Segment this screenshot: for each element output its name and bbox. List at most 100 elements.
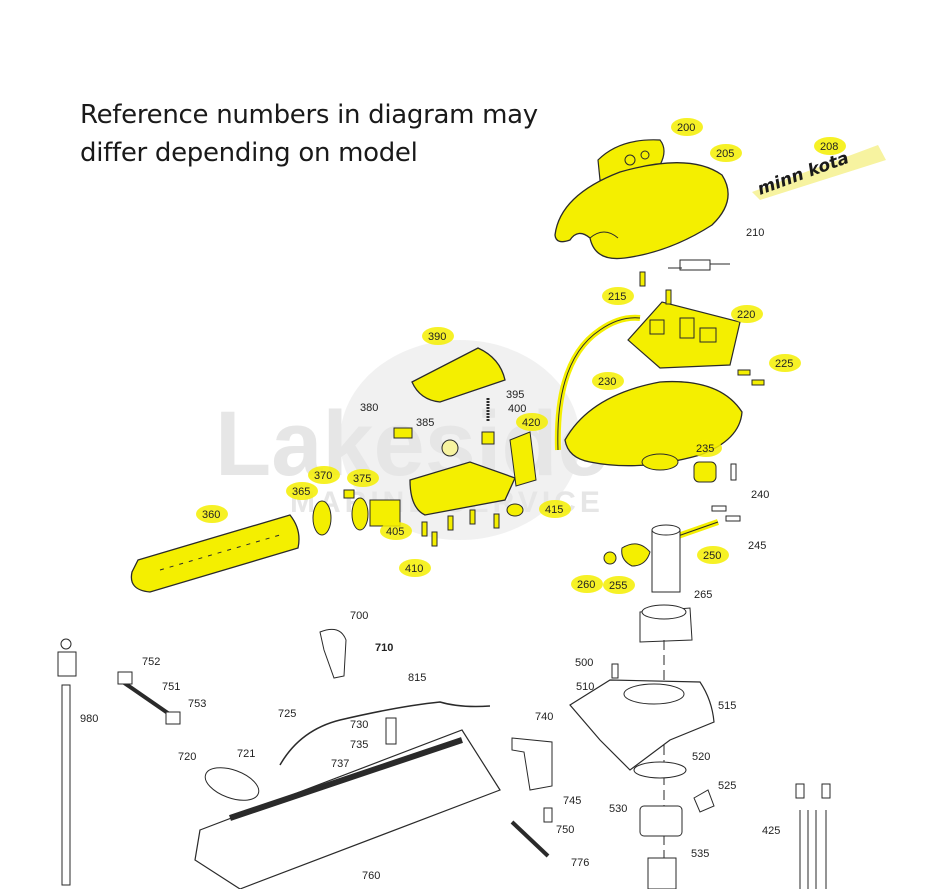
ref-label-700[interactable]: 700 (350, 610, 368, 622)
part-360-tiller-grip[interactable] (130, 514, 300, 593)
ref-label-415[interactable]: 415 (545, 504, 563, 516)
ref-label-360[interactable]: 360 (202, 509, 220, 521)
ref-label-721[interactable]: 721 (237, 748, 255, 760)
ref-label-395[interactable]: 395 (506, 389, 524, 401)
part-210-switch[interactable] (668, 259, 730, 271)
part-730-pin[interactable] (385, 717, 397, 745)
ref-label-260[interactable]: 260 (577, 579, 595, 591)
ref-label-500[interactable]: 500 (575, 657, 593, 669)
part-240-screw[interactable] (730, 463, 737, 481)
ref-label-405[interactable]: 405 (386, 526, 404, 538)
part-380-switch[interactable] (393, 427, 413, 439)
part-220-control-board[interactable] (627, 301, 741, 369)
ref-label-200[interactable]: 200 (677, 122, 695, 134)
part-745-screw[interactable] (543, 807, 553, 823)
ref-label-730[interactable]: 730 (350, 719, 368, 731)
ref-label-815[interactable]: 815 (408, 672, 426, 684)
part-750-pin[interactable] (510, 820, 550, 858)
part-530-collar[interactable] (639, 805, 683, 837)
ref-label-410[interactable]: 410 (405, 563, 423, 575)
part-500-screw[interactable] (611, 663, 619, 679)
part-525-knob[interactable] (693, 789, 715, 813)
ref-label-510[interactable]: 510 (576, 681, 594, 693)
part-365-ring[interactable] (312, 500, 332, 536)
ref-label-425[interactable]: 425 (762, 825, 780, 837)
ref-label-385[interactable]: 385 (416, 417, 434, 429)
part-265-clamp[interactable] (639, 604, 693, 643)
part-720-pad[interactable] (201, 761, 263, 806)
part-208-logo-decal[interactable]: minn kota (752, 145, 886, 200)
part-535-gear[interactable] (647, 857, 677, 889)
ref-label-225[interactable]: 225 (775, 358, 793, 370)
ref-label-220[interactable]: 220 (737, 309, 755, 321)
part-370-cap[interactable] (343, 489, 355, 499)
part-415-washer[interactable] (506, 503, 524, 517)
ref-label-750[interactable]: 750 (556, 824, 574, 836)
ref-label-390[interactable]: 390 (428, 331, 446, 343)
part-740-bracket[interactable] (511, 737, 553, 791)
part-390-tiller-cover[interactable] (411, 347, 506, 403)
part-260-nut[interactable] (603, 551, 617, 565)
part-255-collar[interactable] (621, 543, 651, 567)
part-753-bushing[interactable] (165, 711, 181, 725)
ref-label-365[interactable]: 365 (292, 486, 310, 498)
ref-label-720[interactable]: 720 (178, 751, 196, 763)
label-highlight-375 (347, 469, 379, 487)
ref-label-230[interactable]: 230 (598, 376, 616, 388)
ref-label-530[interactable]: 530 (609, 803, 627, 815)
ref-label-205[interactable]: 205 (716, 148, 734, 160)
ref-label-255[interactable]: 255 (609, 580, 627, 592)
part-250-bolt[interactable] (677, 519, 719, 539)
part-515-mount-head[interactable] (569, 679, 715, 771)
label-highlight-405 (380, 522, 412, 540)
ref-label-250[interactable]: 250 (703, 550, 721, 562)
ref-label-208[interactable]: 208 (820, 141, 838, 153)
part-725-cable[interactable] (279, 701, 491, 766)
ref-label-735[interactable]: 735 (350, 739, 368, 751)
ref-label-776[interactable]: 776 (571, 857, 589, 869)
part-752-bushing[interactable] (117, 671, 133, 685)
ref-label-515[interactable]: 515 (718, 700, 736, 712)
ref-label-751[interactable]: 751 (162, 681, 180, 693)
part-225-screws[interactable] (737, 369, 765, 386)
model-disclaimer-note: Reference numbers in diagram may differ … (80, 96, 538, 172)
label-highlight-225 (769, 354, 801, 372)
ref-label-215[interactable]: 215 (608, 291, 626, 303)
ref-label-752[interactable]: 752 (142, 656, 160, 668)
ref-label-370[interactable]: 370 (314, 470, 332, 482)
ref-label-375[interactable]: 375 (353, 473, 371, 485)
ref-label-745[interactable]: 745 (563, 795, 581, 807)
part-405-tiller-housing[interactable] (409, 461, 516, 516)
ref-label-265[interactable]: 265 (694, 589, 712, 601)
ref-label-535[interactable]: 535 (691, 848, 709, 860)
ref-label-980[interactable]: 980 (80, 713, 98, 725)
part-400-plunger[interactable] (481, 431, 495, 445)
part-520-collar[interactable] (633, 761, 687, 779)
ref-label-525[interactable]: 525 (718, 780, 736, 792)
ref-label-420[interactable]: 420 (522, 417, 540, 429)
part-205-top-cover[interactable] (554, 162, 729, 260)
ref-label-760[interactable]: 760 (362, 870, 380, 882)
part-737-bracket-rail[interactable] (194, 729, 501, 889)
ref-label-737[interactable]: 737 (331, 758, 349, 770)
part-410-screws[interactable] (421, 509, 500, 547)
part-215-screws[interactable] (639, 271, 672, 305)
ref-label-210[interactable]: 210 (746, 227, 764, 239)
part-385-grommet[interactable] (441, 439, 459, 457)
ref-label-725[interactable]: 725 (278, 708, 296, 720)
part-235-bushing[interactable] (693, 461, 717, 483)
ref-label-520[interactable]: 520 (692, 751, 710, 763)
ref-label-400[interactable]: 400 (508, 403, 526, 415)
ref-label-235[interactable]: 235 (696, 443, 714, 455)
ref-label-245[interactable]: 245 (748, 540, 766, 552)
ref-label-380[interactable]: 380 (360, 402, 378, 414)
ref-label-753[interactable]: 753 (188, 698, 206, 710)
part-245-screws[interactable] (711, 505, 741, 522)
ref-label-710[interactable]: 710 (375, 642, 393, 654)
ref-label-740[interactable]: 740 (535, 711, 553, 723)
part-420-plate[interactable] (509, 431, 537, 487)
ref-label-240[interactable]: 240 (751, 489, 769, 501)
part-425-power-cable[interactable] (795, 783, 831, 889)
part-700-lever[interactable] (319, 628, 347, 679)
part-980-stabilizer-rod[interactable] (57, 638, 77, 886)
